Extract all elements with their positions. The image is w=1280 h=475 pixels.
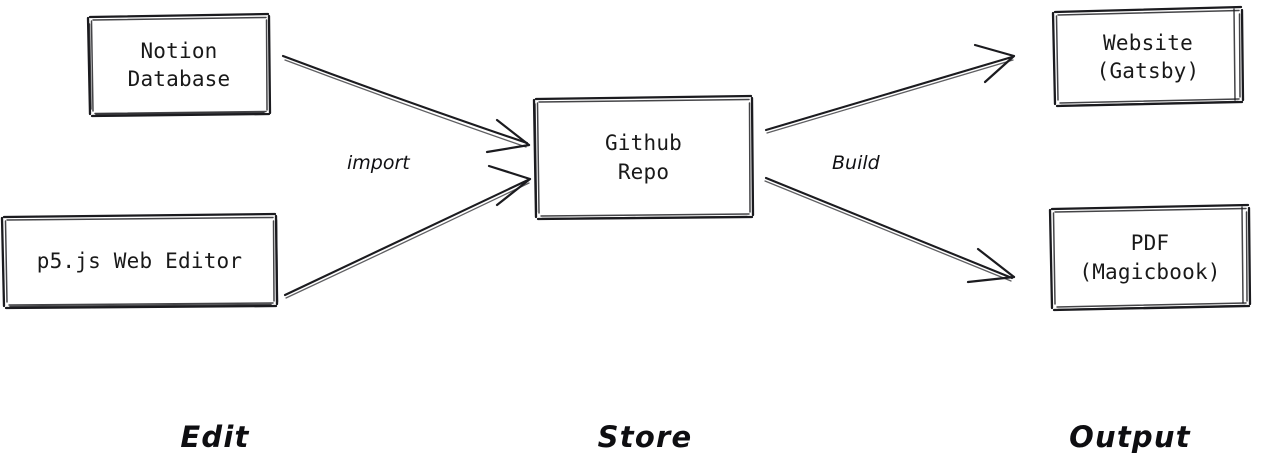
edge-notion-to-repo xyxy=(281,54,531,154)
node-shape-website-gatsby[interactable] xyxy=(1051,5,1245,108)
edge-repo-to-website xyxy=(764,43,1016,134)
node-shape-notion-database[interactable] xyxy=(86,12,272,118)
edge-repo-to-pdf xyxy=(764,176,1016,284)
node-shape-github-repo[interactable] xyxy=(532,94,755,221)
edge-p5js-to-repo xyxy=(283,164,532,299)
node-shape-pdf-magicbook[interactable] xyxy=(1048,203,1252,312)
node-shape-p5js-web-editor[interactable] xyxy=(0,212,279,310)
